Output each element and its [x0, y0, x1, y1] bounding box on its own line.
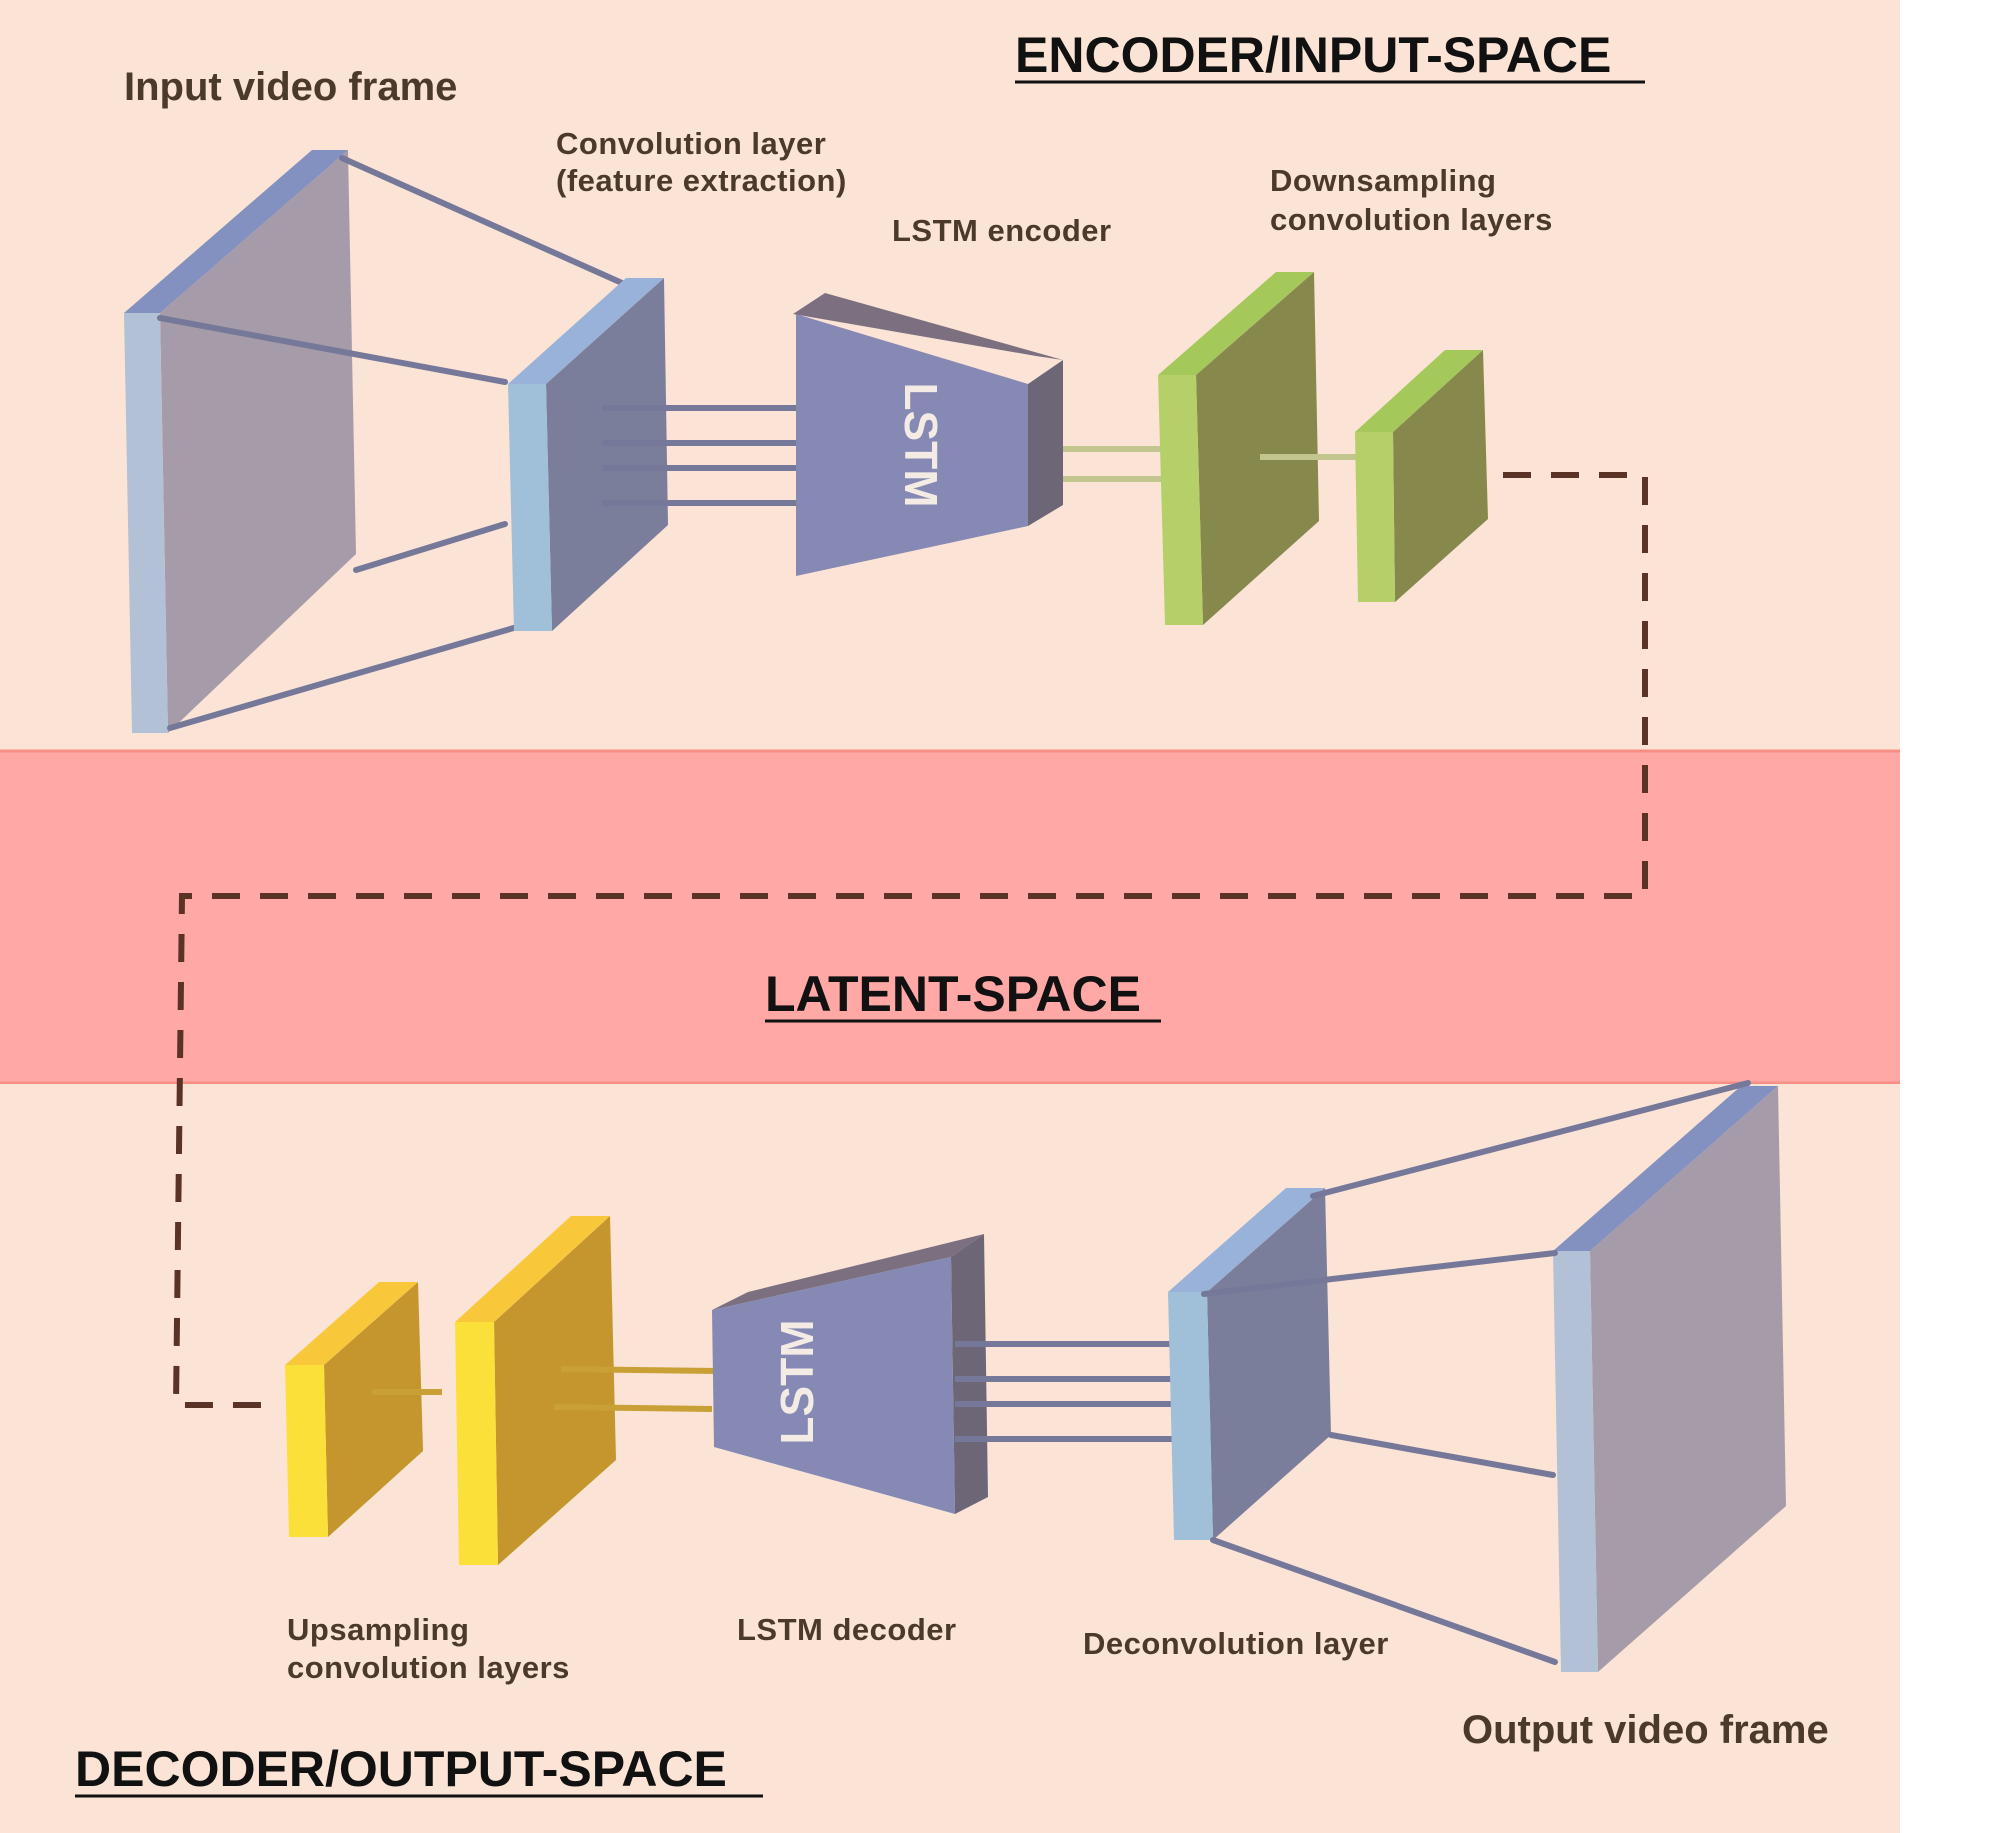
- lstm-to-deconv-connectors: [955, 1341, 1182, 1442]
- deconvolution-layer-block: [1168, 1188, 1331, 1540]
- upsampling-layer-2: [455, 1216, 616, 1565]
- convolution-layer-label-line1: Convolution layer: [556, 126, 826, 161]
- latent-band: [0, 750, 1900, 1083]
- lstm-decoder-label: LSTM decoder: [737, 1612, 957, 1647]
- upsampling-label-line1: Upsampling: [287, 1612, 469, 1647]
- decoder-section-title: DECODER/OUTPUT-SPACE: [75, 1741, 727, 1797]
- lstm-encoder-block-text: LSTM: [895, 382, 947, 507]
- conv-to-lstm-connectors: [602, 405, 828, 506]
- lstm-decoder-block-text: LSTM: [771, 1319, 823, 1444]
- input-to-conv-connectors: [157, 155, 625, 731]
- downsampling-label-line1: Downsampling: [1270, 163, 1496, 198]
- encoder-section-title: ENCODER/INPUT-SPACE: [1015, 27, 1611, 83]
- lstm-decoder-block: LSTM: [712, 1234, 988, 1514]
- deconv-to-output-connectors: [1201, 1080, 1751, 1665]
- input-video-frame-label: Input video frame: [124, 65, 457, 109]
- output-video-frame: [1553, 1086, 1786, 1672]
- lstm-encoder-label: LSTM encoder: [892, 213, 1112, 248]
- upsampling-layer-1: [285, 1282, 423, 1537]
- convolution-layer-block: [508, 278, 668, 631]
- input-video-frame: [124, 150, 356, 733]
- downsampling-layer-2: [1355, 350, 1488, 602]
- latent-section-title: LATENT-SPACE: [765, 966, 1141, 1022]
- convolution-layer-label-line2: (feature extraction): [556, 163, 847, 198]
- downsampling-label-line2: convolution layers: [1270, 202, 1553, 237]
- lstm-encoder-block: LSTM: [793, 293, 1063, 576]
- downsampling-layer-1: [1158, 272, 1319, 625]
- upsampling-label-line2: convolution layers: [287, 1650, 570, 1685]
- upsampling-to-lstm-connectors: [553, 1366, 719, 1412]
- deconvolution-layer-label: Deconvolution layer: [1083, 1626, 1389, 1661]
- output-video-frame-label: Output video frame: [1462, 1708, 1829, 1752]
- latent-path: [172, 472, 1648, 1408]
